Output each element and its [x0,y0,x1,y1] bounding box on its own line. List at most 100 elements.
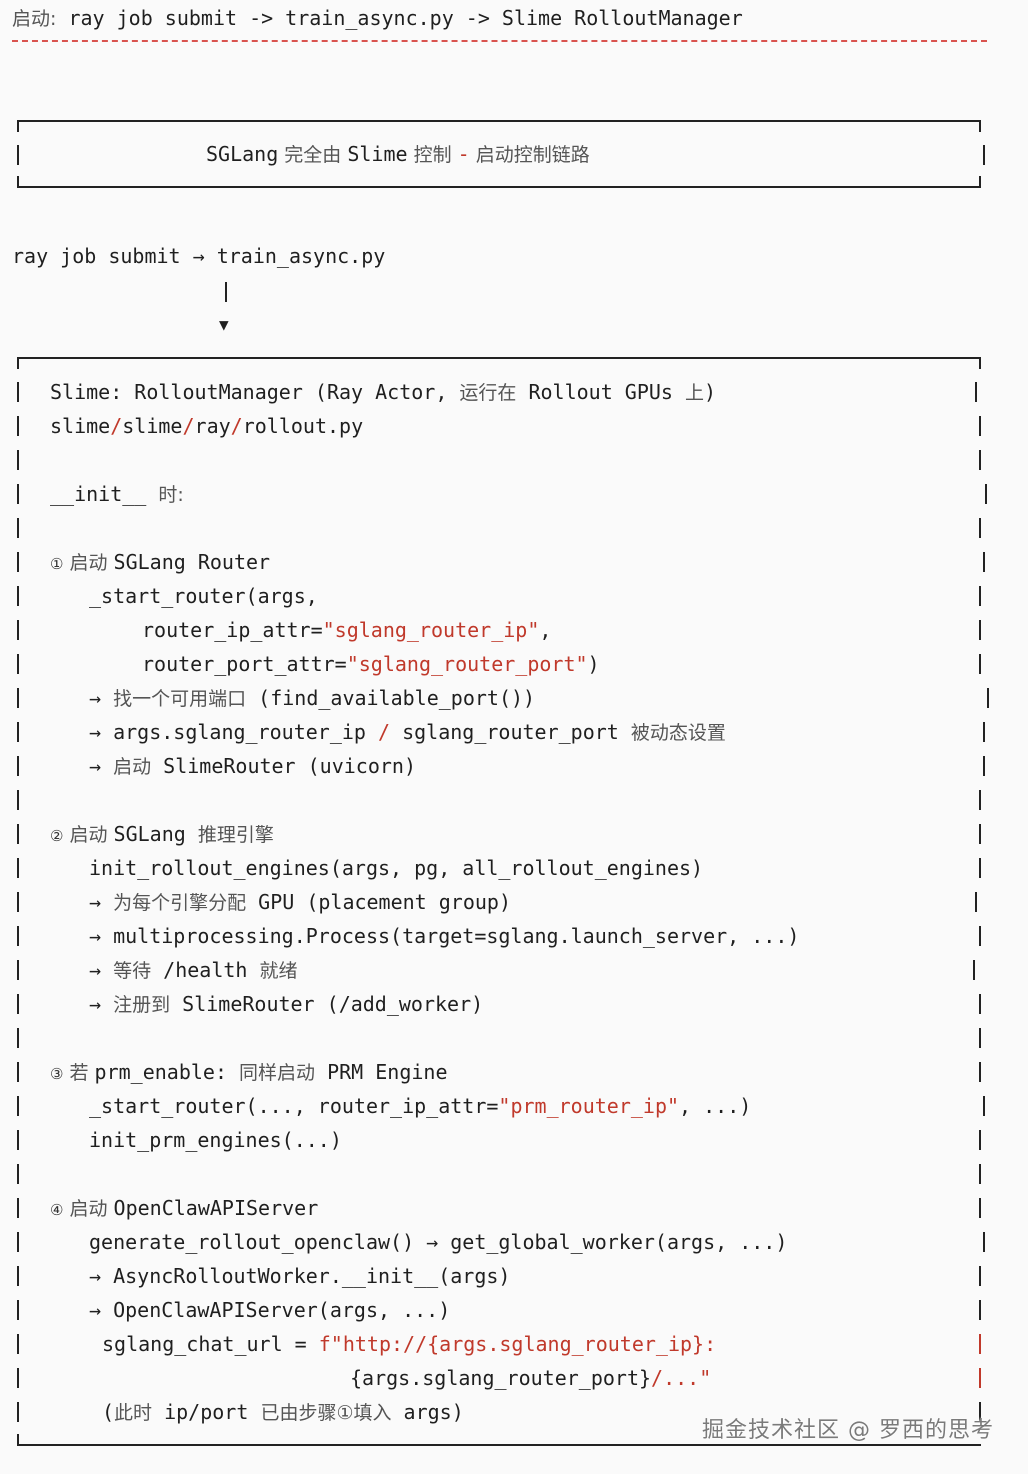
step-4-line-6: (此时 ip/port 已由步骤①填入 args) [102,1400,464,1424]
step-2-line-3: → multiprocessing.Process(target=sglang.… [89,924,800,948]
title-box-text: SGLang 完全由 Slime 控制 - 启动控制链路 [206,142,590,166]
step-3-heading: ③ 若 prm_enable: 同样启动 PRM Engine [50,1060,448,1084]
box-border-segment [17,824,19,844]
box-border-segment [17,722,19,742]
box-border-segment [979,654,981,674]
dashed-divider [12,40,987,42]
box-border-segment [979,1198,981,1218]
box-border-segment [17,1164,19,1184]
step-4-line-1: generate_rollout_openclaw() → get_global… [89,1230,788,1254]
box-border-segment [17,1232,19,1252]
box-border-segment [17,1062,19,1082]
box-border-segment [17,790,19,810]
step-4-line-3: → OpenClawAPIServer(args, ...) [89,1298,451,1322]
step-2-heading: ② 启动 SGLang 推理引擎 [50,822,274,846]
box-border-segment [979,1062,981,1082]
box-border-segment [17,416,19,436]
box-border-segment [17,620,19,640]
box-border-segment [17,1028,19,1048]
rollout-manager-title: Slime: RolloutManager (Ray Actor, 运行在 Ro… [50,380,717,404]
box-border-segment [17,1402,19,1422]
box-border-segment [17,382,19,402]
step-4-heading: ④ 启动 OpenClawAPIServer [50,1196,319,1220]
box-border-segment [983,1096,985,1116]
box-border-segment [979,824,981,844]
box-border-segment [979,858,981,878]
main-box-bottom [17,1444,981,1446]
step-1-line-1: _start_router(args, [89,584,318,608]
box-border-segment [973,960,975,980]
box-border-segment [17,1266,19,1286]
box-border-segment [979,926,981,946]
box-border-segment [979,586,981,606]
title-box-bottom [17,186,981,188]
box-border-segment [979,1402,981,1422]
box-border-segment [979,1130,981,1150]
box-border-segment [17,450,19,470]
box-border-segment [979,416,981,436]
step-1-line-6: → 启动 SlimeRouter (uvicorn) [89,754,417,778]
box-border-segment [983,1232,985,1252]
box-border-segment [983,722,985,742]
step-4-line-5: {args.sglang_router_port}/..." [350,1366,712,1390]
box-border-segment [17,586,19,606]
box-border-segment [979,1300,981,1320]
title-box-top [17,120,981,122]
header-chain: ray job submit -> train_async.py -> Slim… [56,6,743,30]
step-2-line-2: → 为每个引擎分配 GPU (placement group) [89,890,512,914]
box-border-segment [979,1334,981,1354]
watermark: 掘金技术社区 @ 罗西的思考 [702,1418,994,1443]
box-border-segment [975,382,977,402]
step-1-heading: ① 启动 SGLang Router [50,550,271,574]
main-box-top [17,357,981,359]
box-border-segment [17,756,19,776]
box-border-segment [979,1028,981,1048]
box-border-segment [17,892,19,912]
box-border-segment [979,994,981,1014]
box-border-segment [979,450,981,470]
step-3-line-2: init_prm_engines(...) [89,1128,342,1152]
submit-line: ray job submit → train_async.py [12,244,386,268]
box-border-segment [979,1164,981,1184]
init-heading: __init__ 时: [50,482,184,506]
box-border-segment [17,994,19,1014]
box-border-segment [979,620,981,640]
step-4-line-2: → AsyncRolloutWorker.__init__(args) [89,1264,511,1288]
box-border-segment [979,1266,981,1286]
box-border-segment [17,1198,19,1218]
step-1-line-5: → args.sglang_router_ip / sglang_router_… [89,720,726,744]
box-border-segment [17,1334,19,1354]
box-border-segment [17,688,19,708]
box-border-segment [17,484,19,504]
box-border-segment [17,1368,19,1388]
box-border-segment [17,552,19,572]
rollout-file-path: slime/slime/ray/rollout.py [50,414,364,438]
box-border-segment [17,518,19,538]
step-1-line-3: router_port_attr="sglang_router_port") [142,652,600,676]
box-border-segment [987,688,989,708]
header-line: 启动: ray job submit -> train_async.py -> … [12,6,743,31]
step-2-line-1: init_rollout_engines(args, pg, all_rollo… [89,856,704,880]
header-prefix: 启动: [12,8,57,30]
box-border-segment [17,960,19,980]
step-4-line-4: sglang_chat_url = f"http://{args.sglang_… [102,1332,717,1356]
step-1-line-2: router_ip_attr="sglang_router_ip", [142,618,552,642]
step-1-line-4: → 找一个可用端口 (find_available_port()) [89,686,536,710]
box-border-segment [975,892,977,912]
step-2-line-4: → 等待 /health 就绪 [89,958,298,982]
box-border-segment [979,1368,981,1388]
step-3-line-1: _start_router(..., router_ip_attr="prm_r… [89,1094,752,1118]
box-border-segment [17,1130,19,1150]
flow-connector [225,282,227,302]
box-border-segment [983,756,985,776]
arrow-down-icon: ▼ [219,315,229,334]
box-border-segment [17,654,19,674]
box-border-segment [979,518,981,538]
box-border-segment [17,1096,19,1116]
box-border-segment [979,790,981,810]
box-border-segment [17,858,19,878]
box-border-segment [17,926,19,946]
box-border-segment [983,552,985,572]
box-border-segment [985,484,987,504]
box-border-segment [17,1300,19,1320]
